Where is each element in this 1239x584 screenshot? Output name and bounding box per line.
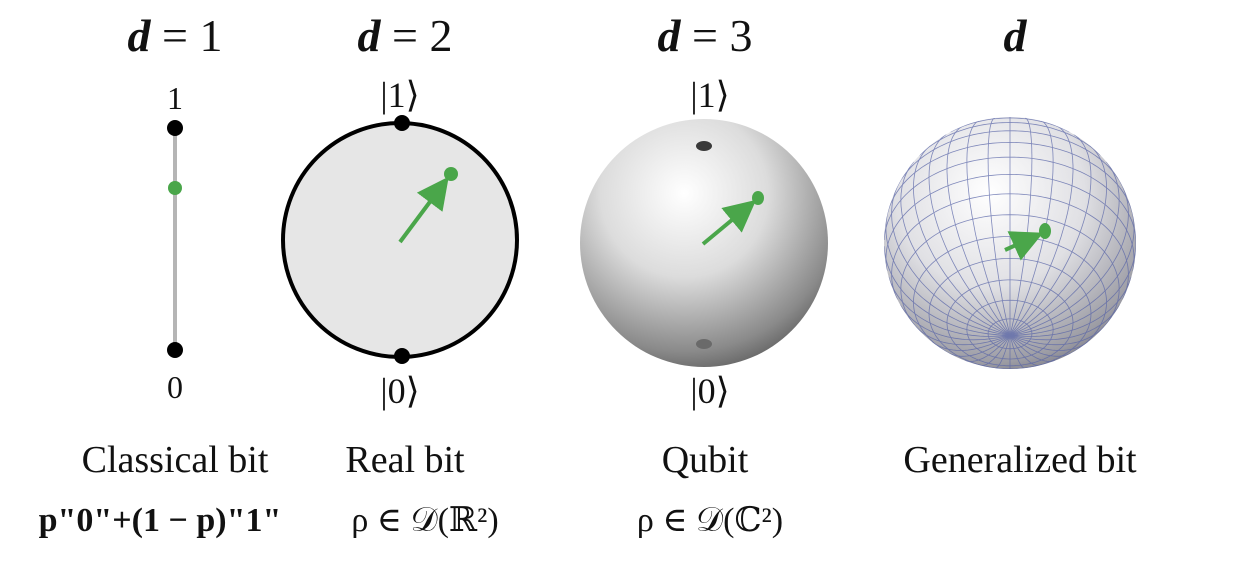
sphere-grid-line	[915, 326, 1011, 346]
sphere-grid-line	[898, 130, 1122, 185]
sphere-grid-line	[888, 276, 1011, 337]
sphere-grid-line	[950, 117, 1070, 133]
qubit-diagram	[580, 119, 828, 367]
sphere-grid-line	[1009, 120, 1054, 336]
label-qubit: Qubit	[661, 439, 749, 481]
sphere-grid-line	[900, 214, 1120, 329]
generalized-sphere-grid	[884, 117, 1136, 369]
sphere-grid-line	[899, 304, 1011, 341]
sphere-grid-line	[1009, 335, 1040, 366]
sphere-grid-line	[1009, 212, 1135, 336]
header-d2: d = 2	[357, 10, 453, 61]
sphere-grid-line	[891, 183, 1011, 336]
realbit-state-arrow	[398, 176, 449, 244]
real-bit-diagram	[281, 115, 519, 364]
sphere-grid-line	[1009, 334, 1089, 351]
sphere-grid-line	[966, 120, 1011, 336]
sphere-grid-line	[1009, 276, 1132, 337]
formula-real-bit: ρ ∈ 𝒟(ℝ²)	[351, 502, 499, 539]
label-real-bit: Real bit	[345, 439, 465, 481]
sphere-grid-line	[1009, 125, 1074, 336]
sphere-grid-line	[1009, 334, 1056, 362]
realbit-point-zero	[394, 348, 410, 364]
sphere-grid-line	[995, 335, 1011, 369]
sphere-grid-line	[964, 334, 1011, 362]
sphere-grid-line	[1009, 242, 1136, 336]
classical-top-label: 1	[167, 80, 183, 116]
sphere-grid-line	[900, 161, 1011, 336]
header-d3: d = 3	[657, 10, 753, 61]
qubit-state-point	[752, 191, 764, 205]
sphere-grid-line	[884, 156, 1136, 244]
realbit-point-one	[394, 115, 410, 131]
formula-qubit: ρ ∈ 𝒟(ℂ²)	[636, 502, 784, 539]
classical-bottom-label: 0	[167, 369, 183, 405]
sphere-grid-line	[1009, 145, 1107, 336]
sphere-grid-line	[885, 174, 1135, 271]
classical-bit-diagram	[167, 120, 183, 358]
realbit-state-point	[444, 167, 458, 181]
sphere-grid-line	[947, 334, 1011, 357]
sphere-grid-line	[884, 246, 1011, 336]
classical-state-point	[168, 181, 182, 195]
qubit-point-one	[696, 141, 712, 151]
sphere-grid-line	[1009, 304, 1121, 341]
sphere-grid-line	[1009, 117, 1033, 336]
generalized-bit-diagram	[884, 117, 1136, 369]
generalized-state-point	[1039, 223, 1051, 239]
qubit-point-zero	[696, 339, 712, 349]
sphere-grid-line	[928, 134, 1011, 336]
sphere-grid-line	[987, 117, 1011, 336]
sphere-grid-line	[931, 334, 1011, 351]
formula-classical: p"0"+(1 − p)"1"	[38, 502, 282, 539]
realbit-ket-one: |1⟩	[380, 75, 420, 115]
sphere-grid-line	[913, 145, 1011, 336]
sphere-grid-line	[919, 122, 1101, 156]
qubit-ket-one: |1⟩	[690, 75, 730, 115]
realbit-ket-zero: |0⟩	[380, 371, 420, 411]
classical-point-one	[167, 120, 183, 136]
sphere-grid-line	[946, 125, 1011, 336]
qubit-state-arrow	[701, 199, 757, 246]
header-d1: d = 1	[127, 10, 223, 61]
sphere-grid-line	[980, 335, 1011, 366]
sphere-grid-line	[885, 212, 1011, 336]
sphere-grid-line	[1009, 161, 1120, 336]
label-classical-bit: Classical bit	[81, 439, 269, 481]
label-generalized-bit: Generalized bit	[903, 439, 1137, 481]
generalized-state-arrow	[1004, 231, 1044, 261]
sphere-grid-line	[1009, 183, 1129, 336]
sphere-grid-line	[1009, 326, 1105, 346]
header-generalized: d	[1003, 10, 1027, 61]
sphere-grid-line	[1009, 134, 1092, 336]
sphere-grid-line	[1009, 334, 1073, 357]
sphere-grid-line	[1009, 335, 1025, 369]
classical-point-zero	[167, 342, 183, 358]
qubit-ket-zero: |0⟩	[690, 371, 730, 411]
